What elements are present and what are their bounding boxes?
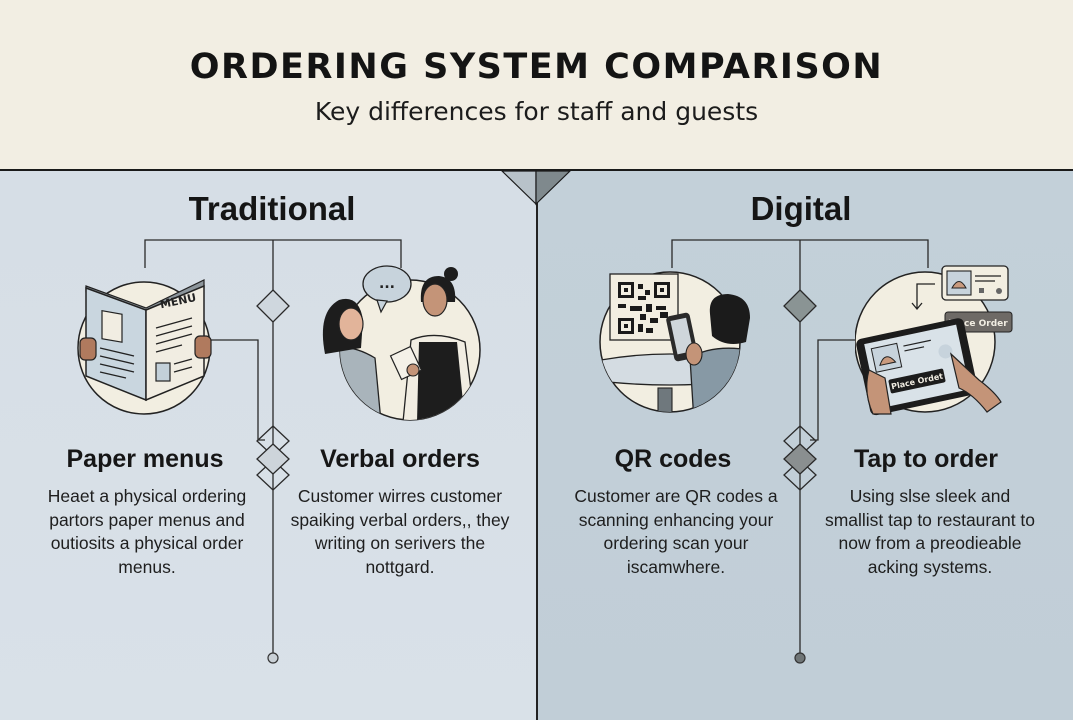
digital-heading: Digital [750,190,852,227]
header-banner: ORDERING SYSTEM COMPARISON Key differenc… [0,0,1073,170]
qr-codes-title: QR codes [614,445,732,473]
paper-menu-icon: MENU [77,279,212,415]
verbal-order-icon: ... [322,265,481,421]
tablet-order-icon: Place Order Place Ordet [855,265,1013,416]
paper-menus-description: Heaet a physical ordering partors paper … [47,486,247,577]
paper-menus-title: Paper menus [66,445,224,473]
center-divider [536,171,538,720]
verbal-orders-title: Verbal orders [320,445,480,473]
qr-codes-description: Customer are QR codes a scanning enhanci… [574,486,778,577]
tap-to-order-description: Using slse sleek and smallist tap to res… [824,486,1036,577]
svg-text:Place Order: Place Order [948,319,1008,329]
qr-code-icon [599,271,750,413]
verbal-orders-description: Customer wirres customer spaiking verbal… [290,486,510,577]
header-divider [0,169,1073,171]
svg-text:...: ... [379,276,395,292]
traditional-heading: Traditional [188,190,356,227]
page-subtitle: Key differences for staff and guests [314,97,759,126]
page-title: ORDERING SYSTEM COMPARISON [189,47,884,87]
tap-to-order-title: Tap to order [854,445,998,473]
